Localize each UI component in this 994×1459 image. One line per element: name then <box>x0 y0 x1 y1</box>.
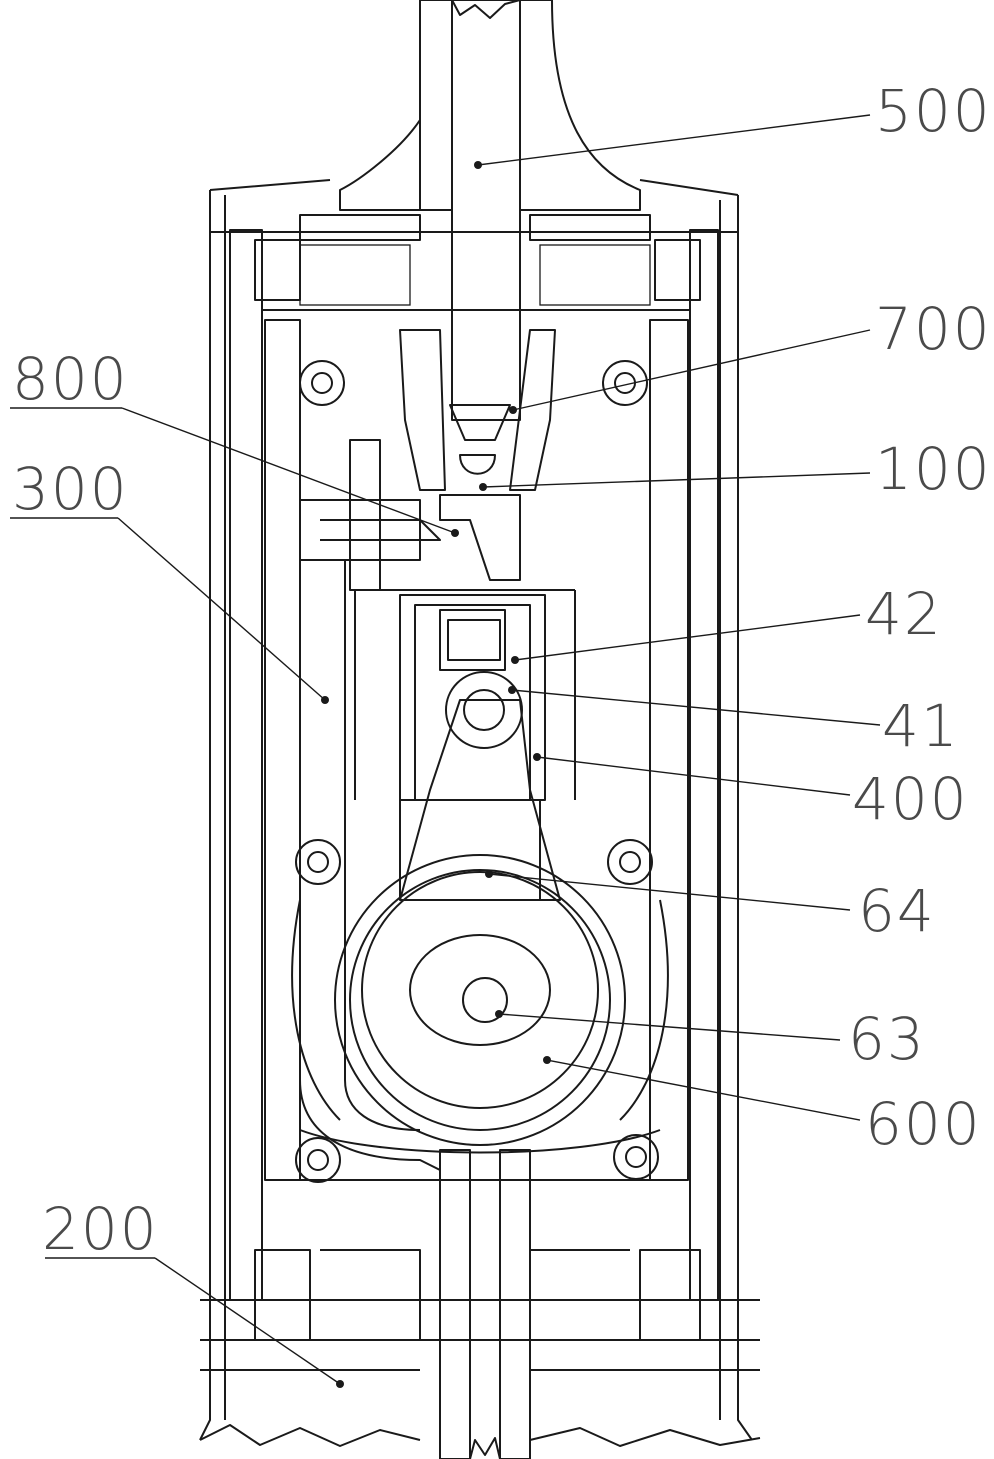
inner-chamber <box>264 319 689 1181</box>
piston-assembly <box>399 594 546 801</box>
label-100: 100 <box>875 435 992 503</box>
label-700: 700 <box>875 295 992 363</box>
side-tube <box>299 505 441 1171</box>
leader-lines <box>10 114 881 1388</box>
label-42: 42 <box>865 580 943 648</box>
label-500: 500 <box>875 77 992 145</box>
label-41: 41 <box>882 692 960 760</box>
upper-fittings <box>254 214 701 311</box>
label-200: 200 <box>42 1195 159 1263</box>
label-800: 800 <box>12 345 129 413</box>
base-200 <box>199 1149 761 1459</box>
label-64: 64 <box>858 877 936 945</box>
label-300: 300 <box>12 455 129 523</box>
label-600: 600 <box>865 1090 982 1158</box>
label-63: 63 <box>848 1005 926 1073</box>
label-400: 400 <box>852 765 969 833</box>
spout-500 <box>339 0 641 421</box>
connecting-rod <box>399 671 561 901</box>
